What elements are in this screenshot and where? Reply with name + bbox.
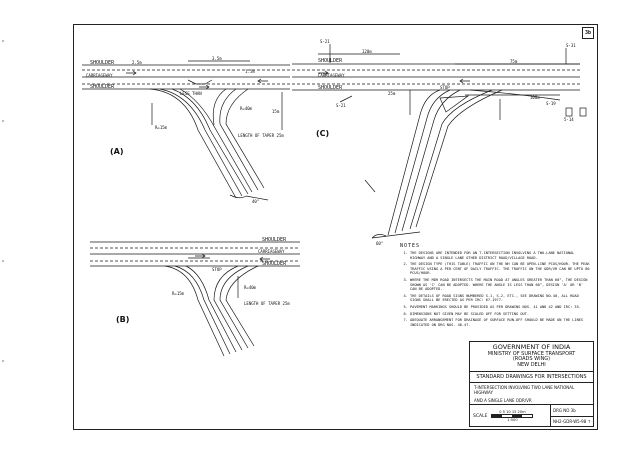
title-block-footer: SCALE 0 5 10 15 20m 1:500 DRG NO 3b NH2-… bbox=[470, 405, 593, 427]
panel-c-sign-s21-left: S-21 bbox=[336, 103, 346, 108]
panel-a-dim-center: 3.5m bbox=[212, 56, 222, 61]
panel-c-dim-75: 75m bbox=[510, 59, 518, 64]
panel-c-sign-s21-top: S-21 bbox=[320, 39, 330, 44]
panel-c-shoulder-top: SHOULDER bbox=[318, 58, 343, 64]
panel-b-shoulder-top: SHOULDER bbox=[262, 237, 287, 243]
panel-a-angle: 40° bbox=[252, 199, 260, 204]
punch-hole-mark bbox=[2, 40, 4, 42]
title-block-authority: GOVERNMENT OF INDIA MINISTRY OF SURFACE … bbox=[470, 342, 593, 372]
note-item: THE DETAILS OF ROAD SIGNS NUMBERED S-1, … bbox=[410, 294, 590, 303]
note-item: PAVEMENT MARKINGS SHOULD BE PROVIDED AS … bbox=[410, 305, 590, 309]
panel-a-radius-a: R=15m bbox=[155, 125, 168, 130]
panel-b-stop: STOP bbox=[212, 267, 222, 272]
note-item: THE DESIGN TYPE (THIS TABLE) TRAFFIC ON … bbox=[410, 262, 590, 275]
panel-a-offset: 15m bbox=[272, 109, 280, 114]
ministry-label: MINISTRY OF SURFACE TRANSPORT bbox=[487, 350, 576, 357]
panel-c-shoulder-bottom: SHOULDER bbox=[318, 85, 343, 91]
city-label: NEW DELHI bbox=[517, 362, 546, 369]
panel-c-angle: 60° bbox=[376, 241, 384, 246]
panel-a-dim-left: 2.5m bbox=[132, 60, 142, 65]
scale-area: SCALE 0 5 10 15 20m 1:500 bbox=[470, 405, 551, 427]
government-label: GOVERNMENT OF INDIA bbox=[492, 343, 571, 352]
panel-c-label: (C) bbox=[316, 129, 330, 138]
sheet-border bbox=[73, 24, 598, 430]
panel-a-shoulder-bottom: SHOULDER bbox=[90, 84, 115, 90]
panel-b-radius-a: R=15m bbox=[172, 291, 185, 296]
drawing-title: STANDARD DRAWINGS FOR INTERSECTIONS bbox=[470, 372, 593, 383]
wing-label: (ROADS WING) bbox=[512, 356, 551, 363]
panel-a-radius-b: R=40m bbox=[240, 106, 253, 111]
punch-hole-mark bbox=[2, 120, 4, 122]
subtitle-line-1: T-INTERSECTION INVOLVING TWO LANE NATION… bbox=[474, 384, 575, 395]
panel-b-label: (B) bbox=[116, 315, 130, 324]
panel-c-carriageway: CARRIAGEWAY bbox=[318, 73, 345, 78]
panel-a-carriageway: CARRIAGEWAY bbox=[86, 73, 113, 78]
subtitle-line-2: AND A SINGLE LANE ODR/VR bbox=[474, 397, 532, 403]
scale-bar-graphic bbox=[491, 414, 534, 418]
panel-b-carriageway: CARRIAGEWAY bbox=[258, 249, 285, 254]
drawing-subtitle: T-INTERSECTION INVOLVING TWO LANE NATION… bbox=[470, 383, 593, 405]
scale-label: SCALE bbox=[473, 413, 488, 419]
panel-a-geometry bbox=[82, 60, 290, 201]
drawing-number: DRG NO 3b bbox=[551, 405, 593, 417]
panel-a-arrow-label: LESS THAN bbox=[180, 91, 202, 96]
panel-b-shoulder-bottom: SHOULDER bbox=[262, 261, 287, 267]
panel-a-dim-right: 1.5m bbox=[245, 69, 255, 74]
panel-c-dim-100: 100m bbox=[530, 95, 540, 100]
scale-bar: 0 5 10 15 20m 1:500 bbox=[491, 410, 534, 422]
note-item: WHERE THE MDR ROAD INTERSECTS THE MAIN R… bbox=[410, 278, 590, 291]
note-item: DIMENSIONS NOT GIVEN MAY BE SCALED OFF F… bbox=[410, 312, 590, 316]
panel-c-sign-s14: 5-14 bbox=[564, 117, 574, 122]
panel-c-geometry bbox=[292, 44, 587, 239]
note-item: ADEQUATE ARRANGEMENT FOR DRAINAGE OF SUR… bbox=[410, 318, 590, 327]
panel-c-sign-s31: S-31 bbox=[566, 43, 576, 48]
punch-hole-mark bbox=[2, 360, 4, 362]
drawing-box-label: 3b bbox=[582, 27, 594, 39]
reference-number: NH2-GDR-W5-98 ↑ bbox=[553, 419, 591, 425]
title-block: GOVERNMENT OF INDIA MINISTRY OF SURFACE … bbox=[469, 341, 594, 427]
panel-b-taper: LENGTH OF TAPER 25m bbox=[244, 301, 290, 306]
notes-heading: NOTES bbox=[400, 243, 421, 249]
panel-c-stop: STOP bbox=[440, 85, 450, 90]
punch-hole-mark bbox=[2, 260, 4, 262]
drawing-number-area: DRG NO 3b NH2-GDR-W5-98 ↑ bbox=[551, 405, 593, 427]
notes-block: NOTES THE DESIGNS ARE INTENDED FOR AN T-… bbox=[400, 243, 590, 329]
panel-a-taper: LENGTH OF TAPER 25m bbox=[238, 133, 284, 138]
panel-b-geometry bbox=[90, 241, 300, 357]
scale-ticks: 0 5 10 15 20m bbox=[499, 410, 526, 414]
panel-c-dim-120: 120m bbox=[362, 49, 372, 54]
panel-c-sign-s19: S-19 bbox=[546, 101, 556, 106]
scale-ratio: 1:500 bbox=[507, 418, 518, 422]
note-item: THE DESIGNS ARE INTENDED FOR AN T-INTERS… bbox=[410, 251, 590, 260]
panel-a-label: (A) bbox=[110, 147, 124, 156]
panel-c-dim-25: 25m bbox=[388, 91, 396, 96]
panel-a-shoulder-top: SHOULDER bbox=[90, 60, 115, 66]
panel-b-radius-b: R=40m bbox=[244, 285, 257, 290]
